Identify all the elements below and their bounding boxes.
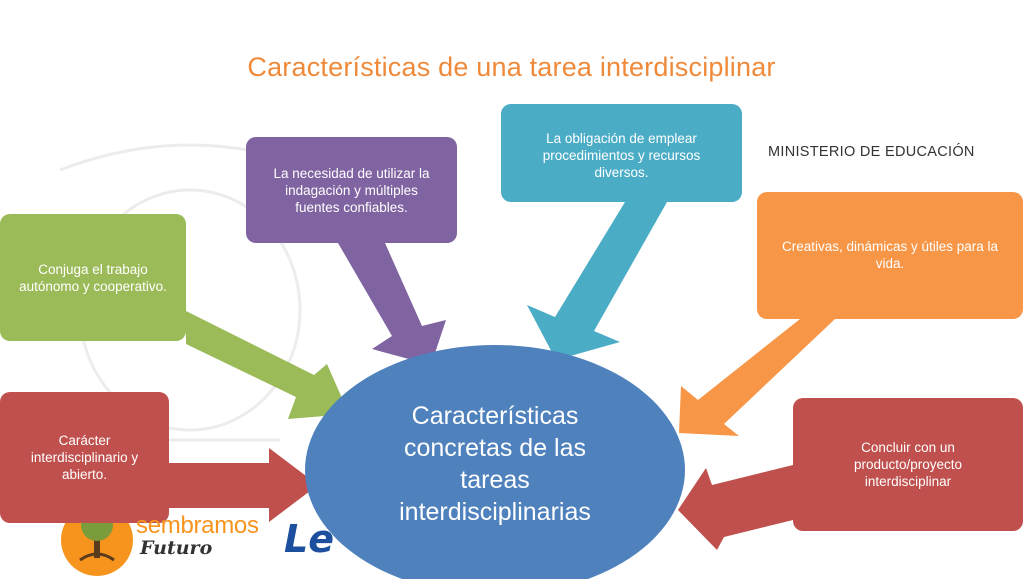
characteristic-box-caracter: Carácter interdisciplinario y abierto. <box>0 392 169 523</box>
box-line: abierto. <box>61 467 107 482</box>
center-line: concretas de las <box>403 434 587 462</box>
box-line: interdisciplinar <box>864 474 952 489</box>
futuro-logo-text: Futuro <box>140 537 213 559</box>
arrow-purple <box>338 243 446 365</box>
characteristic-box-obligacion: La obligación de emplear procedimientos … <box>501 104 742 202</box>
box-line: procedimientos y recursos <box>542 148 701 163</box>
box-line: La obligación de emplear <box>546 131 697 146</box>
ministry-label: MINISTERIO DE EDUCACIÓN <box>768 144 975 160</box>
box-line: diversos. <box>594 165 649 180</box>
box-line: Concluir con un <box>861 440 955 455</box>
box-line: La necesidad de utilizar la <box>273 166 430 181</box>
arrow-green <box>186 311 349 419</box>
box-line: Conjuga el trabajo <box>38 261 148 277</box>
arrow-red-left <box>169 448 318 522</box>
characteristic-box-creativas: Creativas, dinámicas y útiles para la vi… <box>757 192 1023 319</box>
partial-logo-text: Le <box>284 517 334 561</box>
characteristic-box-conjuga: Conjuga el trabajo autónomo y cooperativ… <box>0 214 186 341</box>
arrow-teal <box>527 202 667 360</box>
center-line: Características <box>411 402 579 430</box>
box-line: vida. <box>875 256 905 271</box>
slide-title: Características de una tarea interdiscip… <box>247 52 776 82</box>
characteristic-box-necesidad: La necesidad de utilizar la indagación y… <box>246 137 457 243</box>
center-line: interdisciplinarias <box>399 498 591 526</box>
characteristic-box-concluir: Concluir con un producto/proyecto interd… <box>793 398 1023 531</box>
box-line: indagación y múltiples <box>285 183 418 198</box>
center-label: Características concretas de las tareas … <box>312 400 678 528</box>
arrow-orange <box>679 319 835 436</box>
box-line: Creativas, dinámicas y útiles para la <box>781 239 999 254</box>
box-line: interdisciplinario y <box>30 450 139 465</box>
box-line: producto/proyecto <box>853 457 963 472</box>
box-line: fuentes confiables. <box>295 200 408 215</box>
arrow-red-right <box>678 465 793 550</box>
center-line: tareas <box>460 466 530 494</box>
box-line: autónomo y cooperativo. <box>19 278 167 294</box>
center-ellipse <box>305 345 685 579</box>
sembramos-logo-text: sembramos <box>136 512 259 539</box>
box-line: Carácter <box>58 433 111 448</box>
